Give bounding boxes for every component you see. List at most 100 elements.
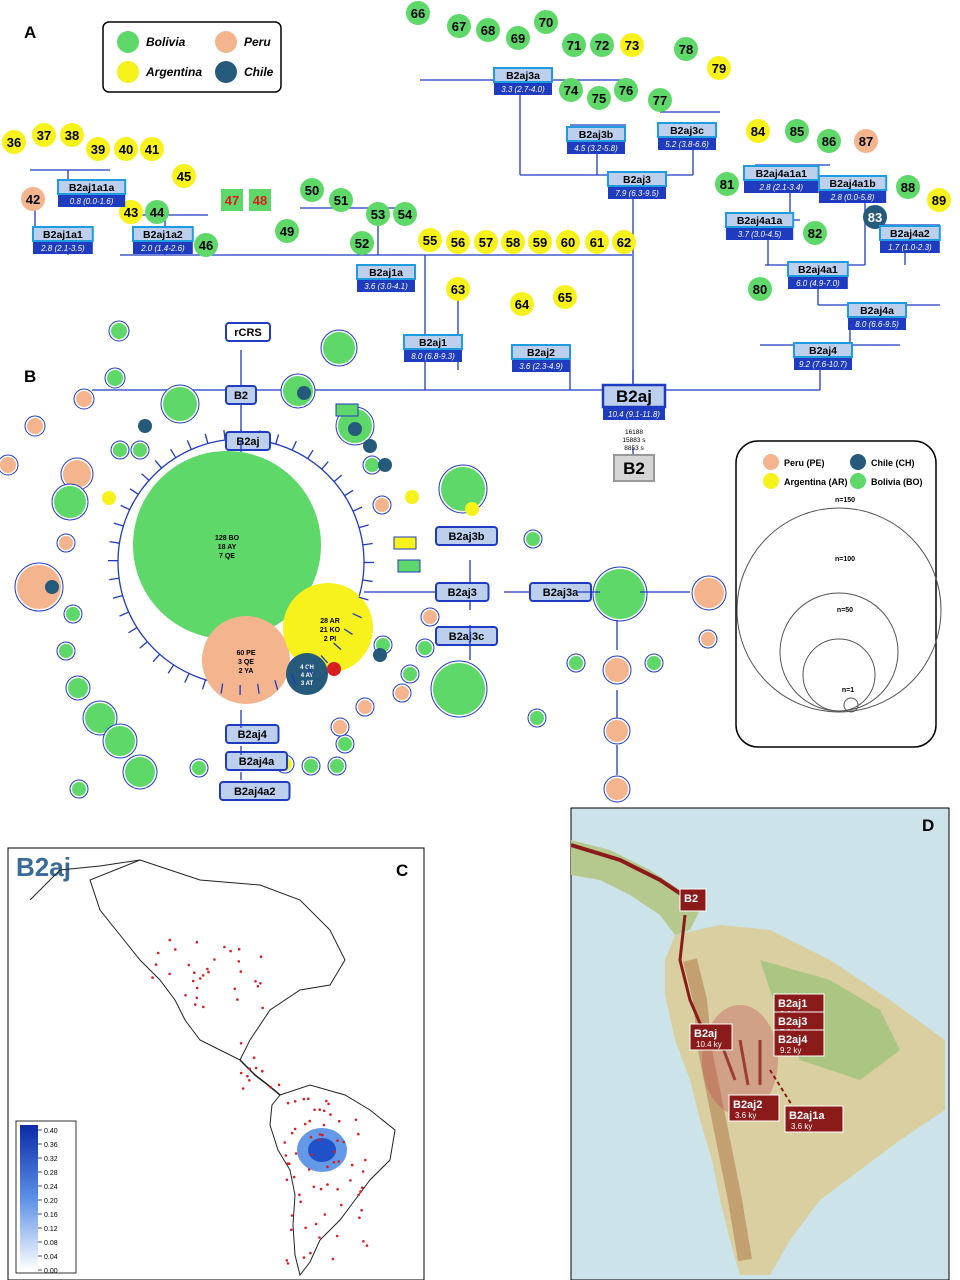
haplotype-circle xyxy=(190,759,208,777)
base-mut-3: 8853 s xyxy=(624,445,644,452)
svg-text:89: 89 xyxy=(932,193,946,208)
svg-text:69: 69 xyxy=(511,31,525,46)
legend-chile-label: Chile xyxy=(244,65,274,79)
svg-text:81: 81 xyxy=(720,177,734,192)
clade-box-b2aj1a: B2aj1a3.6 (3.0-4.1) xyxy=(357,265,415,292)
legend-b-chile: Chile (CH) xyxy=(871,458,915,468)
svg-text:41: 41 xyxy=(145,142,159,157)
haplotype-circle xyxy=(593,567,647,621)
tree-node-48: 48 xyxy=(249,189,271,211)
tree-node-64: 64 xyxy=(510,292,534,316)
svg-text:B2aj1: B2aj1 xyxy=(419,337,447,349)
tree-node-79: 79 xyxy=(707,56,731,80)
svg-text:72: 72 xyxy=(595,38,609,53)
tree-node-67: 67 xyxy=(447,14,471,38)
tree-node-40: 40 xyxy=(114,137,138,161)
map-c: C B2aj 0.400.360.320.280.240.200.160.120… xyxy=(8,848,424,1280)
svg-text:79: 79 xyxy=(712,61,726,76)
panel-label-b: B xyxy=(24,367,36,386)
svg-text:8.0 (6.8-9.3): 8.0 (6.8-9.3) xyxy=(411,352,455,361)
root-box-b2aj: B2aj 10.4 (9.1-11.8) xyxy=(603,385,665,420)
an-box xyxy=(398,560,420,572)
haplotype-circle xyxy=(373,496,391,514)
svg-text:65: 65 xyxy=(558,290,572,305)
haplotype-circle xyxy=(123,755,157,789)
tree-node-52: 52 xyxy=(350,231,374,255)
svg-text:B2aj4a2: B2aj4a2 xyxy=(890,228,930,240)
svg-text:B2aj4: B2aj4 xyxy=(778,1034,808,1046)
peru-circle-label: 60 PE3 QE2 YA xyxy=(236,650,255,675)
haplotype-dot xyxy=(138,419,152,433)
tree-node-89: 89 xyxy=(927,188,951,212)
tree-node-74: 74 xyxy=(559,78,583,102)
svg-text:1.7 (1.0-2.3): 1.7 (1.0-2.3) xyxy=(888,243,932,252)
legend-peru-swatch xyxy=(215,31,237,53)
svg-text:87: 87 xyxy=(859,134,873,149)
svg-text:40: 40 xyxy=(119,142,133,157)
haplotype-circle xyxy=(74,389,94,409)
haplotype-circle xyxy=(401,665,419,683)
haplotype-dot xyxy=(297,386,311,400)
legend-chile-swatch xyxy=(215,61,237,83)
svg-text:75: 75 xyxy=(592,91,606,106)
svg-text:55: 55 xyxy=(423,233,437,248)
svg-text:85: 85 xyxy=(790,124,804,139)
haplotype-dot xyxy=(373,648,387,662)
haplotype-circle xyxy=(57,642,75,660)
tree-node-77: 77 xyxy=(648,88,672,112)
svg-text:84: 84 xyxy=(751,124,766,139)
svg-text:9.2 (7.6-10.7): 9.2 (7.6-10.7) xyxy=(799,360,847,369)
panel-label-a: A xyxy=(24,23,36,42)
svg-text:3.6 ky: 3.6 ky xyxy=(735,1111,756,1120)
haplotype-circle xyxy=(25,416,45,436)
colorbar-tick: 0.12 xyxy=(44,1226,58,1233)
haplotype-dot xyxy=(45,580,59,594)
size-100: n=100 xyxy=(835,556,855,563)
clade-box-b2aj4a: B2aj4a8.0 (6.6-9.5) xyxy=(848,303,906,330)
tree-node-63: 63 xyxy=(446,277,470,301)
tree-node-38: 38 xyxy=(60,123,84,147)
haplotype-circle xyxy=(302,757,320,775)
svg-text:B2aj1a2: B2aj1a2 xyxy=(143,229,183,241)
svg-text:57: 57 xyxy=(479,235,493,250)
tree-node-70: 70 xyxy=(534,10,558,34)
svg-text:B2aj1a1a: B2aj1a1a xyxy=(69,182,115,194)
haplotype-dot xyxy=(363,439,377,453)
map-d-label-b2: B2 xyxy=(680,889,706,911)
svg-text:B2: B2 xyxy=(684,893,698,905)
svg-text:58: 58 xyxy=(506,235,520,250)
tree-node-86: 86 xyxy=(817,129,841,153)
svg-text:2.8 (2.1-3.4): 2.8 (2.1-3.4) xyxy=(759,183,804,192)
svg-text:B2aj2: B2aj2 xyxy=(527,347,555,359)
svg-text:B2aj1a: B2aj1a xyxy=(369,267,403,279)
an-box xyxy=(394,537,416,549)
svg-text:9.2 ky: 9.2 ky xyxy=(780,1046,801,1055)
svg-text:6.0 (4.9-7.0): 6.0 (4.9-7.0) xyxy=(796,279,840,288)
svg-text:52: 52 xyxy=(355,236,369,251)
haplotype-circle xyxy=(604,718,630,744)
tree-node-85: 85 xyxy=(785,119,809,143)
colorbar-tick: 0.40 xyxy=(44,1128,58,1135)
network-node-b2aj3b: B2aj3b xyxy=(436,527,497,545)
legend-argentina-swatch xyxy=(117,61,139,83)
tree-node-45: 45 xyxy=(172,164,196,188)
haplotype-circle xyxy=(328,757,346,775)
haplotype-circle xyxy=(57,534,75,552)
svg-text:B2aj: B2aj xyxy=(236,436,259,448)
haplotype-circle xyxy=(111,441,129,459)
svg-text:B2aj3: B2aj3 xyxy=(623,174,651,186)
clade-box-b2aj3a: B2aj3a3.3 (2.7-4.0) xyxy=(494,68,552,95)
colorbar-tick: 0.04 xyxy=(44,1254,58,1261)
tree-node-39: 39 xyxy=(86,137,110,161)
tree-node-42: 42 xyxy=(21,187,45,211)
tree-node-69: 69 xyxy=(506,26,530,50)
tree-node-58: 58 xyxy=(501,230,525,254)
colorbar-tick: 0.24 xyxy=(44,1184,58,1191)
svg-text:B2aj3b: B2aj3b xyxy=(579,129,613,141)
svg-text:4.5 (3.2-5.8): 4.5 (3.2-5.8) xyxy=(574,144,618,153)
svg-text:8.0 (6.6-9.5): 8.0 (6.6-9.5) xyxy=(855,320,899,329)
map-d-label-b2aj2: B2aj23.6 ky xyxy=(729,1095,779,1121)
svg-text:88: 88 xyxy=(901,180,915,195)
